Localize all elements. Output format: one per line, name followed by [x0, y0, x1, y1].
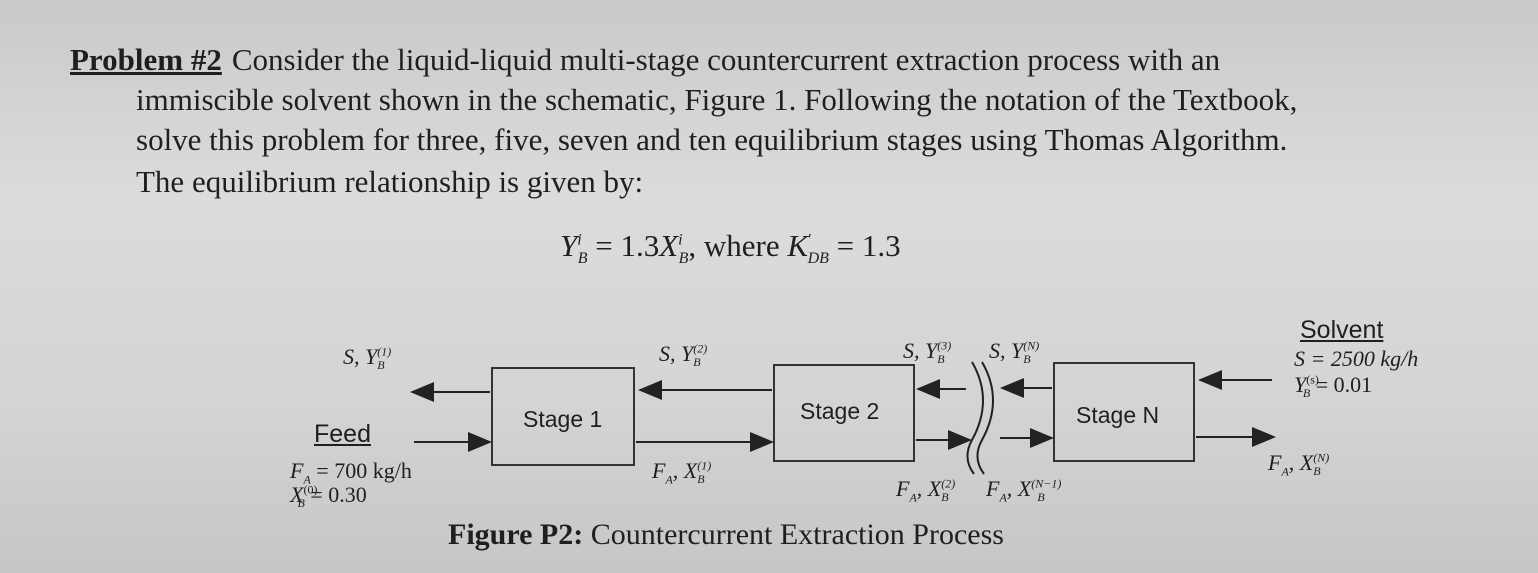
stream-s-y3: S, Y(3)B: [903, 338, 952, 367]
caption-label: Figure P2:: [448, 518, 584, 551]
problem-line-2: immiscible solvent shown in the schemati…: [136, 82, 1298, 117]
eq-x-sup: i: [678, 231, 683, 249]
stage-2-label: Stage 2: [800, 398, 880, 424]
problem-line-1: Problem #2 Consider the liquid-liquid mul…: [70, 42, 1220, 78]
stream-f-xn: FA, X(N)B: [1268, 450, 1330, 479]
eq-equals: = 1.3: [587, 228, 660, 263]
stream-f-x1: FA, X(1)B: [652, 458, 712, 487]
eq-where: , where: [688, 228, 788, 263]
caption-text: Countercurrent Extraction Process: [583, 518, 1004, 551]
stream-s-y1: S, Y(1)B: [343, 344, 392, 373]
break-mark-right: [976, 361, 994, 475]
eq-y-sub: B: [577, 250, 588, 268]
stage-n-box: [1053, 362, 1195, 462]
solvent-title: Solvent: [1300, 316, 1384, 344]
problem-line-3: solve this problem for three, five, seve…: [136, 122, 1288, 157]
break-mark-left: [966, 361, 984, 475]
stage-1-label: Stage 1: [523, 406, 603, 432]
figure-caption: Figure P2: Countercurrent Extraction Pro…: [448, 518, 1004, 552]
stage-n-label: Stage N: [1076, 402, 1160, 428]
solvent-composition: Y(s)B = 0.01: [1294, 372, 1373, 401]
eq-x: X: [659, 228, 679, 263]
eq-k: K: [787, 228, 809, 263]
eq-y-sup: i: [577, 231, 582, 249]
eq-y: Y: [560, 228, 578, 263]
feed-title: Feed: [314, 420, 371, 448]
solvent-flow: S = 2500 kg/h: [1294, 346, 1419, 371]
stream-f-x2: FA, X(2)B: [896, 476, 956, 505]
eq-k-prime: ′: [808, 231, 812, 249]
feed-composition: X(0)B = 0.30: [290, 482, 367, 511]
stage-2-box: [773, 364, 915, 462]
stage-1-box: [491, 367, 635, 466]
feed-flow: FA = 700 kg/h: [290, 458, 412, 487]
eq-k-sub: DB: [807, 250, 829, 268]
stream-s-y2: S, Y(2)B: [659, 341, 708, 370]
equilibrium-equation: YiB = 1.3XiB, where K′DB = 1.3: [560, 228, 901, 268]
stream-s-yn: S, Y(N)B: [989, 338, 1040, 367]
problem-label: Problem #2: [70, 42, 222, 77]
problem-line-4: The equilibrium relationship is given by…: [136, 164, 644, 199]
stream-f-xn-1: FA, X(N−1)B: [986, 476, 1062, 505]
eq-k-value: = 1.3: [828, 228, 901, 263]
problem-text-1: Consider the liquid-liquid multi-stage c…: [231, 42, 1221, 77]
eq-x-sub: B: [678, 250, 689, 268]
